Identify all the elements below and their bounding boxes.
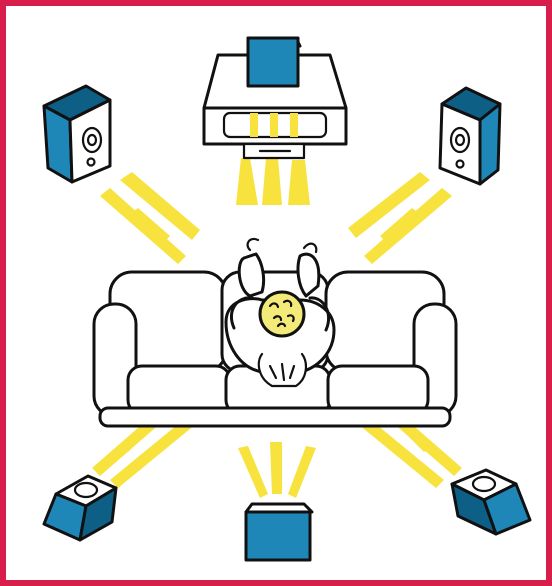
front-right-speaker: [440, 88, 500, 184]
front-left-speaker: [44, 86, 110, 182]
bottom-center-speaker: [246, 504, 312, 560]
center-speaker: [248, 38, 300, 86]
tv-with-center-speaker: [204, 38, 346, 158]
listener-head: [260, 292, 304, 336]
